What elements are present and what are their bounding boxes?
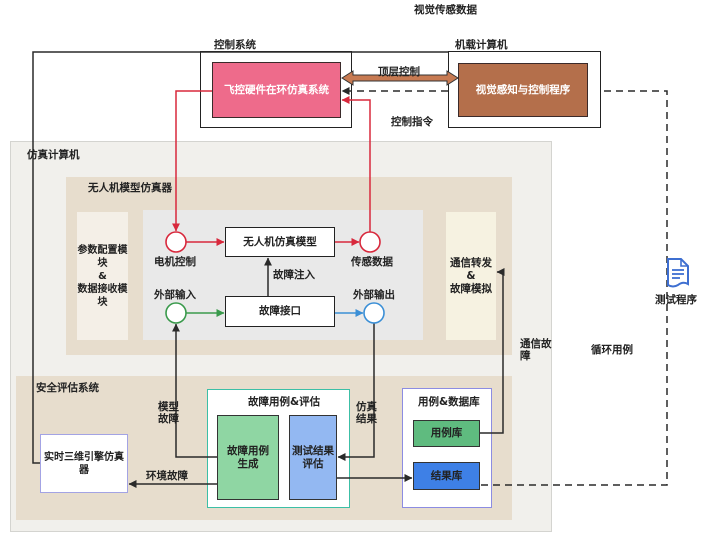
external-input-label: 外部输入 [154, 289, 196, 301]
onboard-computer-label: 机载计算机 [455, 39, 508, 51]
hil-simulation-box: 飞控硬件在环仿真系统 [212, 62, 341, 118]
hil-simulation-text: 飞控硬件在环仿真系统 [224, 83, 329, 96]
comm-module-line: 故障模拟 [450, 282, 492, 295]
uav-model-text: 无人机仿真模型 [243, 235, 317, 248]
environment-fault-label: 环境故障 [146, 470, 188, 482]
case-generation-text: 故障用例生成 [227, 444, 269, 470]
comm-module-line: & [466, 269, 476, 282]
comm-fault-label: 通信故障 [520, 338, 552, 362]
case-generation-box: 故障用例生成 [217, 415, 279, 500]
top-level-control-label: 顶层控制 [378, 66, 420, 78]
config-module-box: 参数配置模块 & 数据接收模块 [77, 212, 128, 340]
perception-control-program-box: 视觉感知与控制程序 [458, 63, 588, 117]
perception-control-program-text: 视觉感知与控制程序 [475, 83, 571, 96]
result-evaluation-box: 测试结果评估 [289, 415, 337, 500]
control-command-label: 控制指令 [391, 116, 433, 128]
config-module-line: & [98, 270, 107, 282]
sensor-data-label: 传感数据 [351, 256, 393, 268]
result-evaluation-text: 测试结果评估 [292, 444, 334, 470]
simulation-computer-label: 仿真计算机 [27, 149, 80, 161]
result-library-text: 结果库 [430, 469, 463, 482]
test-program-label: 测试程序 [655, 294, 697, 306]
config-module-line: 数据接收模块 [77, 283, 128, 308]
realtime-3d-engine-box: 实时三维引擎仿真器 [40, 434, 128, 493]
comm-module-box: 通信转发 & 故障模拟 [446, 212, 496, 340]
case-library-text: 用例库 [430, 427, 463, 439]
fault-injection-label: 故障注入 [273, 269, 315, 281]
fault-interface-box: 故障接口 [225, 296, 335, 327]
document-icon [667, 258, 689, 288]
motor-control-label: 电机控制 [154, 256, 196, 268]
safety-evaluation-label: 安全评估系统 [36, 382, 99, 394]
case-library-box: 用例库 [413, 420, 480, 447]
comm-module-line: 通信转发 [450, 256, 492, 269]
uav-model-box: 无人机仿真模型 [225, 227, 335, 257]
loop-case-label: 循环用例 [591, 344, 633, 356]
external-output-label: 外部输出 [353, 289, 395, 301]
fault-case-eval-label: 故障用例&评估 [248, 396, 321, 408]
realtime-3d-engine-text: 实时三维引擎仿真器 [44, 451, 124, 476]
case-database-label: 用例&数据库 [418, 396, 480, 408]
visual-sensor-data-label: 视觉传感数据 [414, 4, 477, 16]
control-system-label: 控制系统 [214, 39, 256, 51]
result-library-box: 结果库 [413, 462, 480, 490]
model-fault-label: 模型故障 [158, 401, 179, 425]
config-module-line: 参数配置模块 [77, 244, 128, 269]
sim-result-label: 仿真结果 [356, 401, 377, 425]
fault-interface-text: 故障接口 [259, 305, 301, 317]
uav-model-simulator-label: 无人机模型仿真器 [88, 182, 172, 194]
